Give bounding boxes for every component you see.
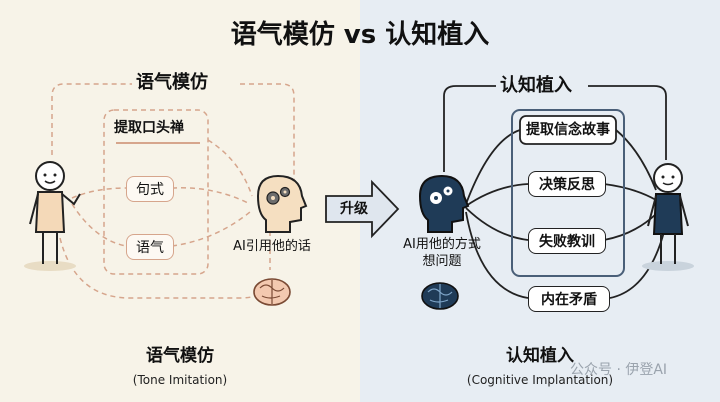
right-connector-beliefs-to-person bbox=[615, 129, 657, 191]
right-brain-icon bbox=[421, 282, 459, 310]
right-ai-label-line1: AI用他的方式 bbox=[403, 237, 481, 252]
left-ai-head-icon bbox=[256, 174, 308, 233]
left-connector-tone bbox=[71, 203, 127, 247]
left-section-title: 语气模仿 bbox=[136, 72, 208, 93]
right-group-box bbox=[511, 109, 625, 277]
upgrade-arrow-shape bbox=[325, 179, 400, 239]
left-footer-subtitle: (Tone Imitation) bbox=[132, 373, 228, 387]
right-connector-reflection-to-person bbox=[603, 183, 657, 201]
left-person-icon bbox=[24, 161, 81, 271]
left-outer-connector-top-right bbox=[240, 83, 295, 180]
right-ai-head-icon bbox=[418, 174, 470, 233]
right-section-title: 认知植入 bbox=[500, 75, 572, 96]
left-connector-group-to-ai bbox=[207, 139, 253, 197]
right-item-inner-contradiction: 内在矛盾 bbox=[528, 286, 610, 312]
left-connector-sentence-to-ai bbox=[171, 187, 251, 205]
left-ai-label: AI引用他的话 bbox=[233, 239, 311, 254]
right-group-title-frame bbox=[519, 115, 617, 145]
right-footer-subtitle: (Cognitive Implantation) bbox=[466, 373, 614, 387]
right-connector-beliefs bbox=[465, 129, 521, 205]
left-brain-icon bbox=[253, 278, 291, 306]
watermark: 公众号 · 伊登AI bbox=[570, 362, 668, 378]
main-title: 语气模仿 vs 认知植入 bbox=[230, 20, 490, 50]
right-connector-failure bbox=[465, 207, 529, 241]
right-group-title: 提取信念故事 bbox=[526, 122, 610, 138]
right-connector-reflection bbox=[465, 183, 529, 207]
right-item-failure-lessons: 失败教训 bbox=[528, 228, 606, 254]
left-footer-title: 语气模仿 bbox=[146, 346, 214, 366]
right-outer-connector-top-right bbox=[588, 85, 667, 160]
right-connector-contradiction bbox=[465, 211, 529, 299]
left-group-title: 提取口头禅 bbox=[114, 120, 184, 136]
left-item-tone: 语气 bbox=[126, 234, 174, 260]
right-person-icon bbox=[642, 163, 694, 271]
upgrade-arrow-label: 升级 bbox=[340, 201, 368, 217]
left-group-title-underline bbox=[116, 142, 200, 144]
right-ai-label-line2: 想问题 bbox=[422, 254, 462, 269]
right-connector-failure-to-person bbox=[603, 213, 657, 241]
left-connector-sentence bbox=[71, 187, 127, 199]
left-item-sentence: 句式 bbox=[126, 176, 174, 202]
right-item-decision-reflection: 决策反思 bbox=[528, 171, 606, 197]
left-group-box bbox=[103, 109, 209, 275]
right-outer-connector-top-left bbox=[443, 85, 496, 172]
right-footer-title: 认知植入 bbox=[506, 346, 574, 366]
